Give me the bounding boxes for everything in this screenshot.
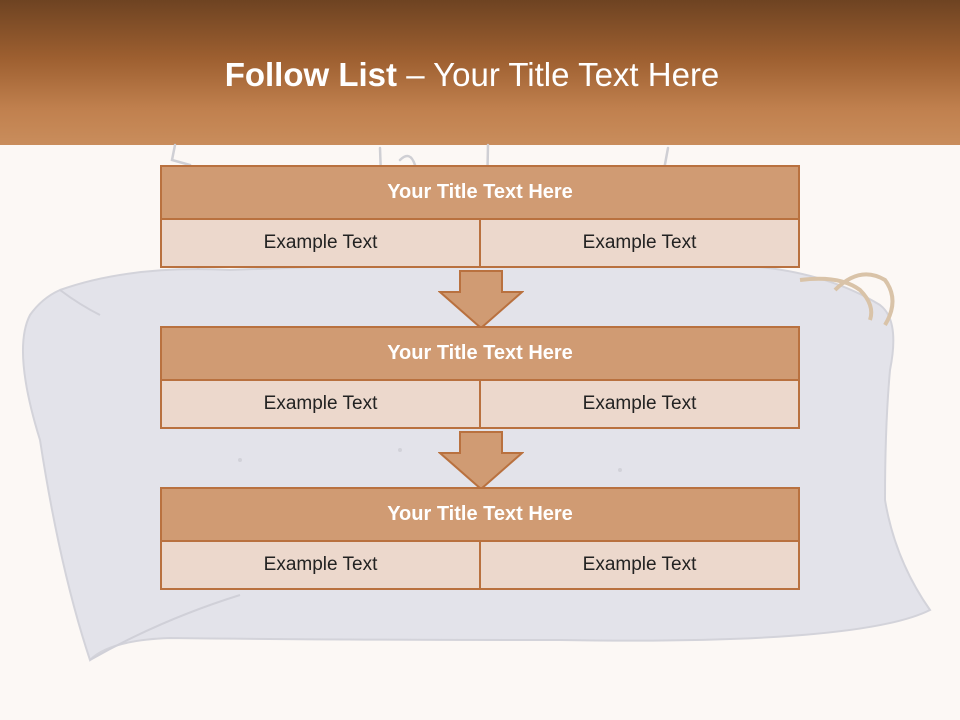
block-3-cell-right: Example Text — [479, 540, 800, 590]
block-2-title: Your Title Text Here — [160, 326, 800, 381]
slide-title-bold: Follow List — [224, 56, 398, 93]
block-3-row: Example Text Example Text — [160, 540, 800, 590]
block-1-row: Example Text Example Text — [160, 218, 800, 268]
block-3-cell-left: Example Text — [160, 540, 481, 590]
list-block-3: Your Title Text Here Example Text Exampl… — [160, 487, 800, 590]
title-banner — [0, 0, 960, 145]
block-1-cell-left: Example Text — [160, 218, 481, 268]
list-block-2: Your Title Text Here Example Text Exampl… — [160, 326, 800, 429]
list-block-1: Your Title Text Here Example Text Exampl… — [160, 165, 800, 268]
block-2-cell-left: Example Text — [160, 379, 481, 429]
slide-title-rest: – Your Title Text Here — [406, 56, 720, 93]
block-2-row: Example Text Example Text — [160, 379, 800, 429]
slide-title: Follow List – Your Title Text Here — [0, 52, 944, 98]
block-2-cell-right: Example Text — [479, 379, 800, 429]
down-arrow-icon — [438, 431, 524, 491]
block-3-title: Your Title Text Here — [160, 487, 800, 542]
down-arrow-icon — [438, 270, 524, 330]
block-1-title: Your Title Text Here — [160, 165, 800, 220]
block-1-cell-right: Example Text — [479, 218, 800, 268]
